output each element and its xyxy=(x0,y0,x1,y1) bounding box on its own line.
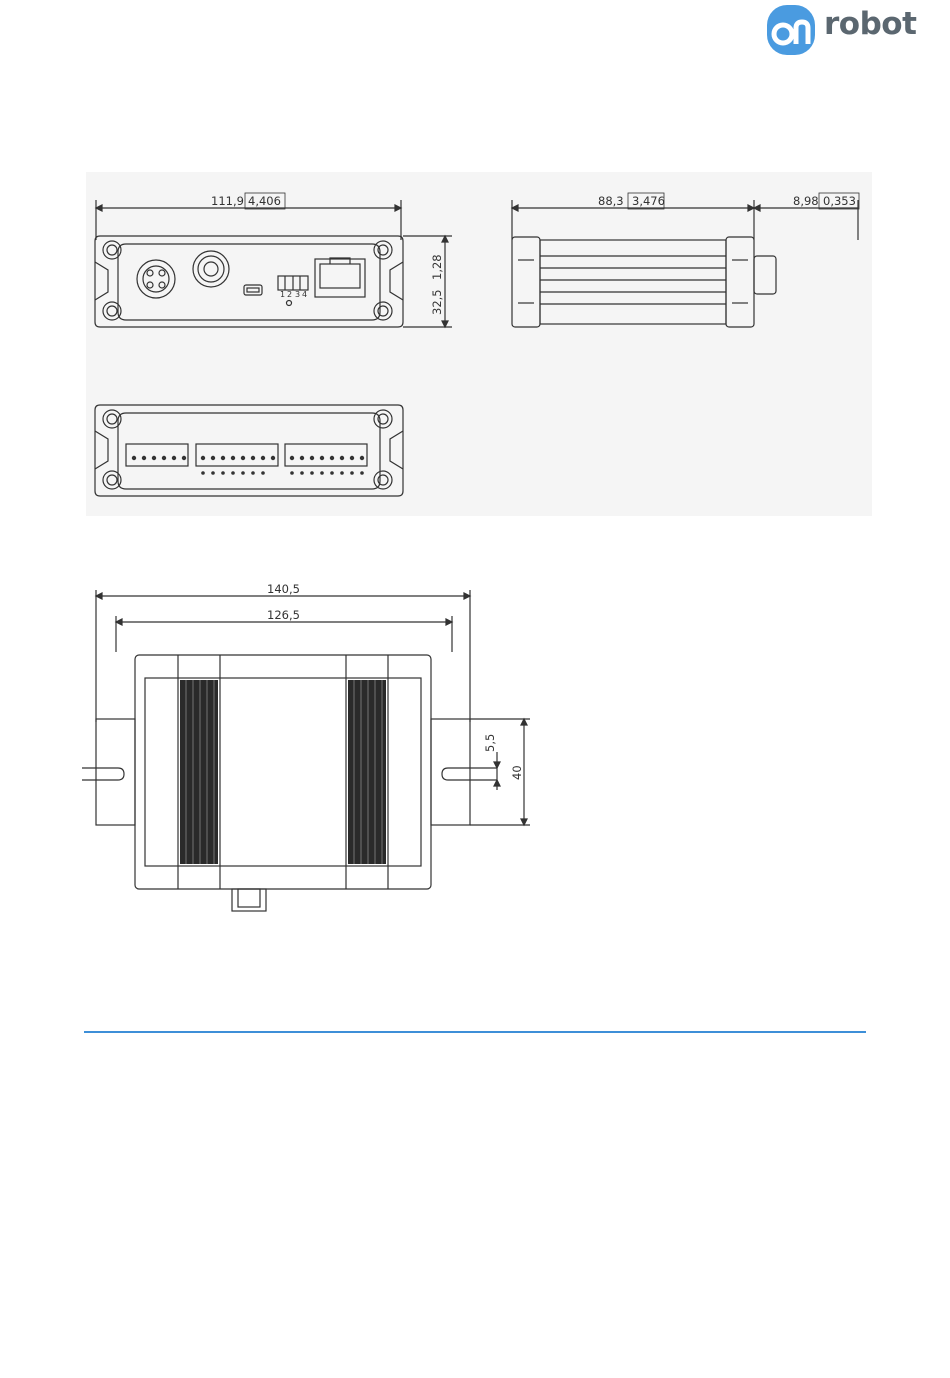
side-connector-inch-label: 0,353 xyxy=(823,194,856,208)
mount-total-width-label: 140,5 xyxy=(267,582,300,596)
side-length-label: 88,3 xyxy=(598,194,624,208)
svg-text:3: 3 xyxy=(295,290,300,299)
footer-divider xyxy=(84,1031,866,1033)
mount-hole-spacing-label: 126,5 xyxy=(267,608,300,622)
front-width-label: 111,9 xyxy=(211,194,244,208)
side-connector-label: 8,98 xyxy=(793,194,819,208)
svg-text:2: 2 xyxy=(287,290,292,299)
front-height-inch-label: 1,28 xyxy=(430,254,444,280)
side-length-inch-label: 3,476 xyxy=(632,194,665,208)
svg-text:1: 1 xyxy=(280,290,285,299)
mount-height-label: 40 xyxy=(510,765,524,780)
front-width-inch-label: 4,406 xyxy=(248,194,281,208)
mount-slot-label: 5,5 xyxy=(483,734,497,752)
bottom-drawing-panel xyxy=(86,570,540,926)
front-height-label: 32,5 xyxy=(430,289,444,315)
svg-text:4: 4 xyxy=(302,290,307,299)
